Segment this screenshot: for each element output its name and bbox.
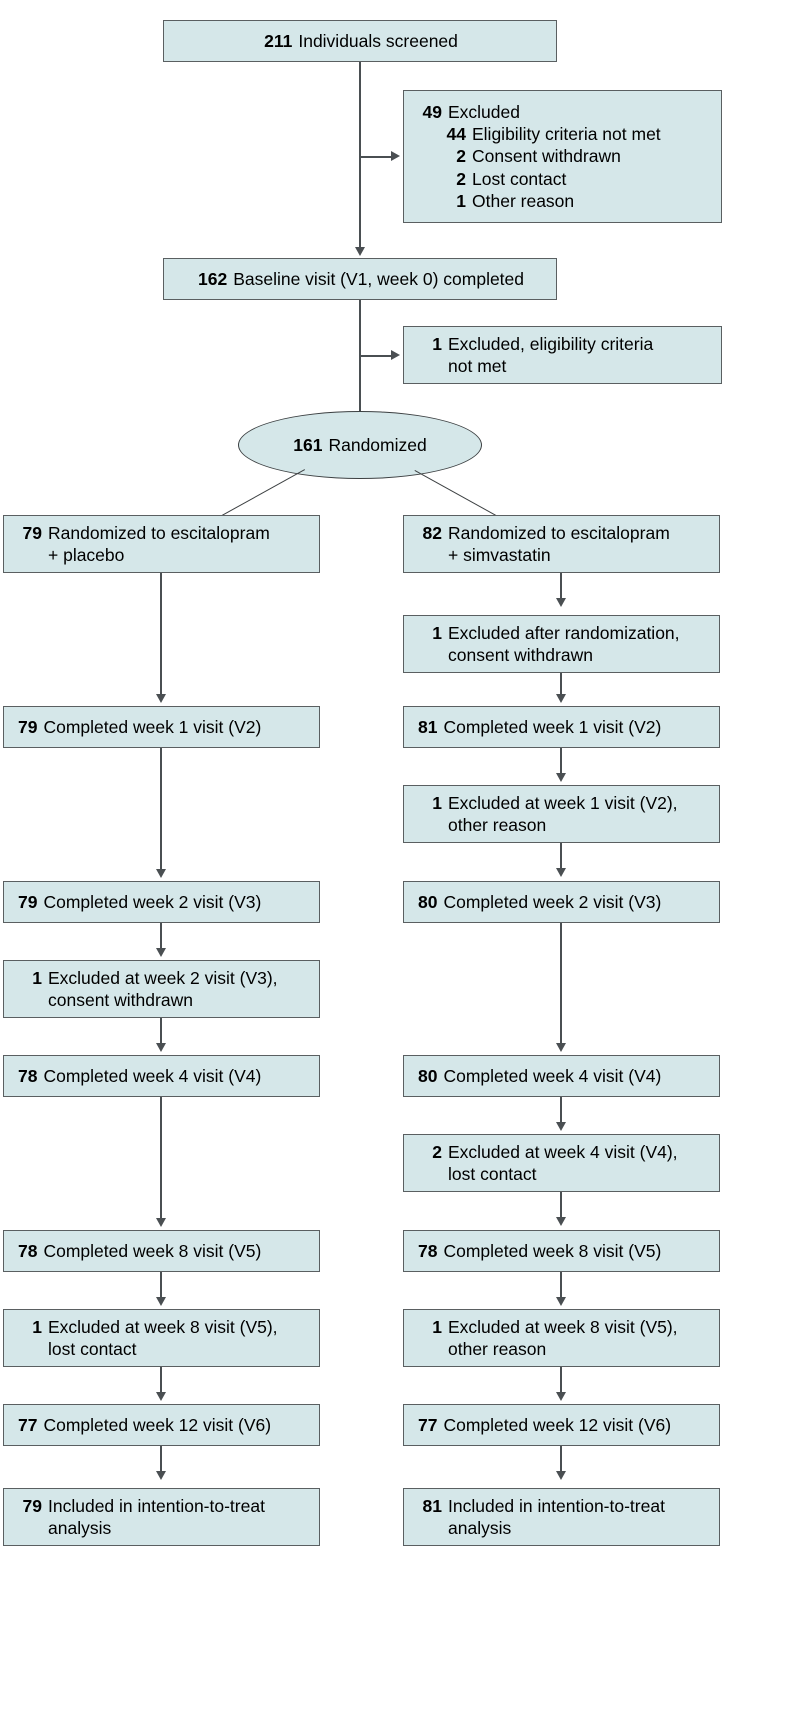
arrowhead-right-wk4 bbox=[555, 1043, 566, 1052]
connector-right-wk2-to-wk4 bbox=[560, 923, 562, 1045]
arrowhead-right-itt bbox=[555, 1471, 566, 1480]
arrowhead-right-wk8 bbox=[555, 1217, 566, 1226]
connector-right-wk12-to-itt bbox=[560, 1446, 562, 1472]
connector-right-wk4-to-excl bbox=[560, 1097, 562, 1123]
connector-right-excl-to-wk1 bbox=[560, 673, 562, 695]
screened-label: Individuals screened bbox=[298, 30, 458, 51]
arrowhead-right-excl-wk8 bbox=[555, 1297, 566, 1306]
arrowhead-left-wk2 bbox=[155, 869, 166, 878]
arrowhead-left-excl-wk8 bbox=[155, 1297, 166, 1306]
arrowhead-right-wk12 bbox=[555, 1392, 566, 1401]
connector-right-alloc-to-excl bbox=[560, 573, 562, 599]
arrowhead-left-wk4 bbox=[155, 1043, 166, 1052]
arrowhead-right-wk2 bbox=[555, 868, 566, 877]
baseline-count: 162 bbox=[197, 268, 228, 289]
connector-right-excl-to-wk12 bbox=[560, 1367, 562, 1393]
connector-to-excluded-screening bbox=[359, 156, 392, 158]
connector-right-wk8-to-excl bbox=[560, 1272, 562, 1298]
arrowhead-left-excl-wk2 bbox=[155, 948, 166, 957]
connector-screened-to-baseline bbox=[359, 62, 361, 248]
connector-to-excluded-baseline bbox=[359, 355, 392, 357]
arrowhead-left-wk12 bbox=[155, 1392, 166, 1401]
arrowhead-baseline bbox=[354, 247, 365, 256]
connector-left-excl-to-wk12 bbox=[160, 1367, 162, 1393]
connector-left-alloc-to-wk1 bbox=[160, 573, 162, 695]
baseline-label: Baseline visit (V1, week 0) completed bbox=[233, 268, 525, 289]
connector-baseline-to-randomized bbox=[359, 300, 361, 459]
connector-left-excl-to-wk4 bbox=[160, 1018, 162, 1044]
connector-right-excl-to-wk8 bbox=[560, 1192, 562, 1218]
arrowhead-right-excl-wk4 bbox=[555, 1122, 566, 1131]
connector-left-wk8-to-excl bbox=[160, 1272, 162, 1298]
arrowhead-left-itt bbox=[155, 1471, 166, 1480]
connector-left-wk4-to-wk8 bbox=[160, 1097, 162, 1219]
arrowhead-right-excl-rand bbox=[555, 598, 566, 607]
connector-left-wk12-to-itt bbox=[160, 1446, 162, 1472]
screened-count: 211 bbox=[264, 30, 293, 51]
connector-left-wk1-to-wk2 bbox=[160, 748, 162, 870]
arrowhead-left-wk8 bbox=[155, 1218, 166, 1227]
connector-right-wk1-to-excl bbox=[560, 748, 562, 774]
connector-right-excl-to-wk2 bbox=[560, 843, 562, 869]
randomized-count: 161 bbox=[293, 434, 323, 455]
arrowhead-right-wk1 bbox=[555, 694, 566, 703]
randomized-label: Randomized bbox=[328, 434, 427, 455]
arrowhead-right-excl-wk1 bbox=[555, 773, 566, 782]
arrowhead-left-wk1 bbox=[155, 694, 166, 703]
connector-left-wk2-to-excl bbox=[160, 923, 162, 949]
arrowhead-excluded-baseline bbox=[391, 349, 400, 360]
arrowhead-excluded-screening bbox=[391, 150, 400, 161]
